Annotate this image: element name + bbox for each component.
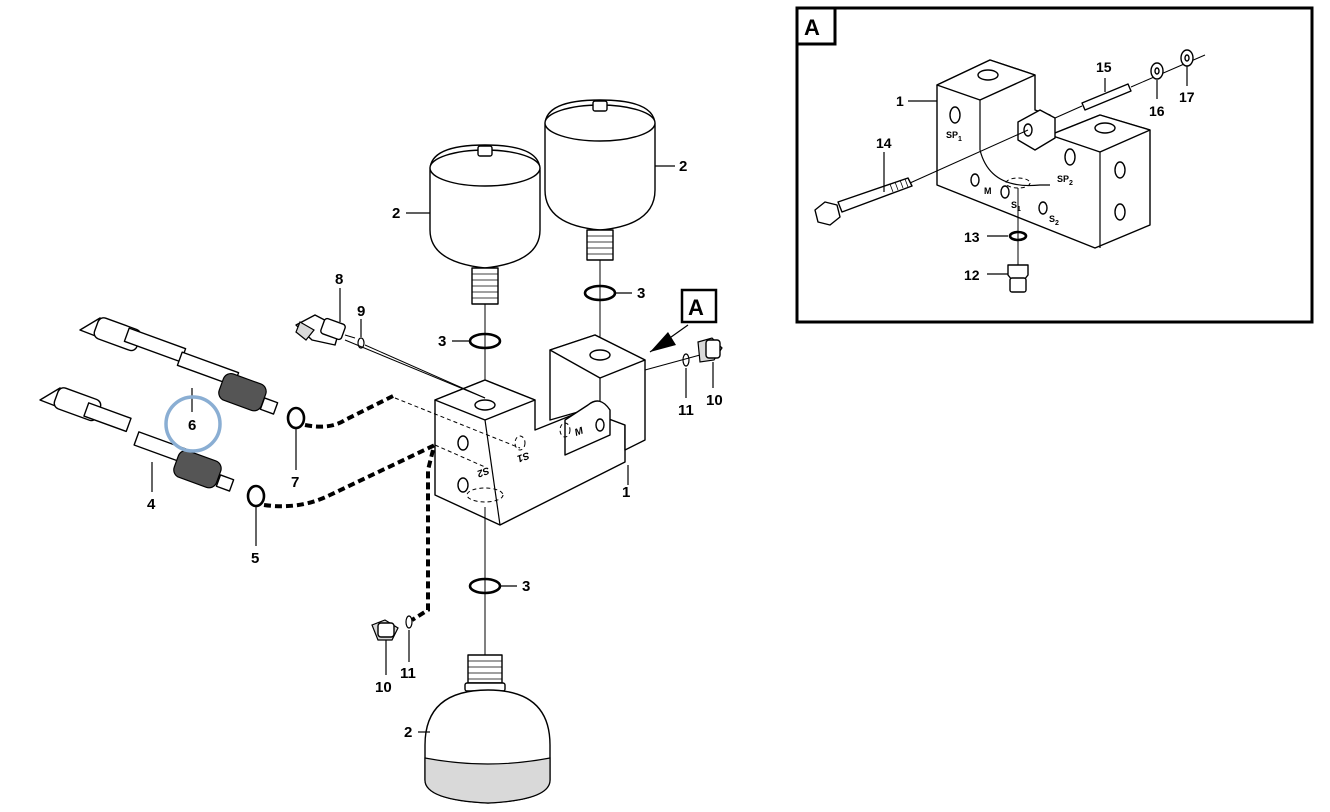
callout-hose-upper: 6	[188, 417, 196, 434]
detail-callout-plug-12: 12	[964, 267, 980, 283]
drain-hose	[410, 449, 435, 622]
callout-oring-right: 3	[637, 285, 645, 302]
accumulator-top-right	[544, 99, 656, 358]
detail-mark-m: M	[984, 186, 992, 196]
view-a-marker-box	[680, 288, 718, 324]
callout-plug-bottom: 10	[375, 679, 392, 696]
callout-accumulator-top-left: 2	[392, 205, 400, 222]
leader-lines	[151, 165, 714, 733]
port-mark-s1: S1	[515, 449, 531, 464]
detail-label: A	[804, 15, 820, 40]
callout-seal-upper: 7	[291, 474, 299, 491]
callout-valve: 8	[335, 271, 343, 288]
detail-block: SP1 SP2 M S1 S2	[936, 59, 1151, 249]
detail-mark-sp2: SP2	[1057, 174, 1073, 187]
callout-accumulator-bottom: 2	[404, 724, 412, 741]
callout-seal-lower: 5	[251, 550, 259, 567]
callout-plug-right: 10	[706, 392, 723, 409]
manifold-block: M S1 S2	[434, 334, 646, 526]
detail-callout-block: 1	[896, 93, 904, 109]
detail-mark-s2: S2	[1049, 214, 1059, 227]
callout-oring-left: 3	[438, 333, 446, 350]
callout-plug-seal-right: 11	[678, 402, 694, 419]
callout-block: 1	[622, 484, 630, 501]
plug-bottom	[371, 615, 413, 641]
detail-callout-washer-16: 16	[1149, 103, 1165, 119]
hose-upper	[79, 317, 521, 449]
detail-mark-s1: S1	[1011, 200, 1021, 213]
main-exploded-view: M S1 S2	[39, 99, 723, 804]
plug-right	[644, 337, 723, 371]
detail-leader-lines	[883, 66, 1188, 275]
detail-bolt	[814, 129, 1029, 226]
detail-mark-sp1: SP1	[946, 130, 962, 143]
detail-callout-washer-17: 17	[1179, 89, 1195, 105]
detail-label-box	[795, 6, 837, 46]
hose-lower	[39, 387, 486, 509]
valve	[295, 314, 486, 399]
detail-callout-pin: 15	[1096, 59, 1112, 75]
port-mark-s2: S2	[475, 464, 491, 479]
accumulator-bottom	[424, 507, 551, 804]
view-a-marker-label: A	[688, 295, 704, 320]
callout-hose-lower: 4	[147, 496, 156, 513]
detail-view-a: A SP1 SP2 M S1	[795, 6, 1314, 324]
detail-callout-bolt: 14	[876, 135, 892, 151]
detail-callout-washer-13: 13	[964, 229, 980, 245]
callout-plug-seal-bottom: 11	[400, 665, 416, 682]
callout-6-highlight	[164, 395, 222, 453]
detail-pin	[1054, 49, 1206, 119]
callout-valve-seal: 9	[357, 303, 365, 320]
detail-plug	[1007, 188, 1029, 293]
callout-accumulator-top-right: 2	[679, 158, 687, 175]
accumulator-top-left	[429, 144, 541, 408]
callout-oring-bottom: 3	[522, 578, 530, 595]
